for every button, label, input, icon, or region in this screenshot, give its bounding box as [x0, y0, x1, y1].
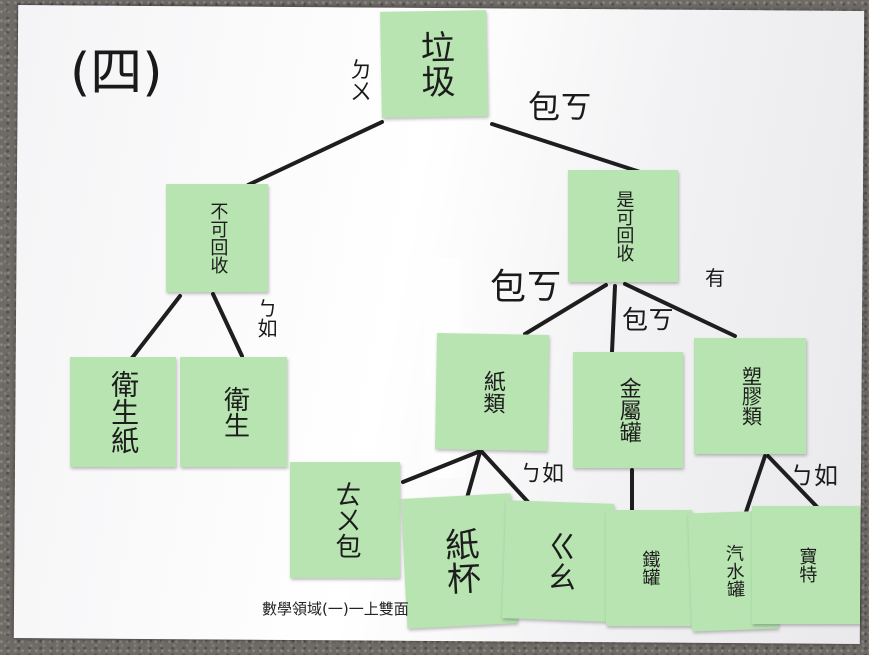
note-level2-d: 金屬罐 — [573, 352, 683, 468]
note-level3-k: 寶特 — [752, 506, 860, 624]
title-mark: (四) — [70, 43, 163, 103]
note-level3-j-label: 汽水罐 — [722, 543, 746, 599]
note-level3-h-label: ㄍㄠ — [540, 530, 578, 592]
note-level2-c: 紙類 — [434, 333, 550, 451]
note-level1-left: 不可回收 — [166, 184, 268, 292]
edge-top-right: 包ㄎ — [528, 88, 593, 126]
edge-bottom-e: ㄅ如 — [790, 462, 838, 490]
note-root: 垃圾 — [380, 10, 488, 118]
note-level3-k-label: 寶特 — [796, 547, 818, 583]
note-level2-a-label: 衛生紙 — [107, 370, 141, 454]
footer-caption: 數學領域(一)一上雙面 — [262, 600, 409, 618]
note-level2-b-label: 衛生 — [219, 386, 250, 438]
edge-right-left: 包ㄎ — [490, 267, 563, 308]
line-e-k — [766, 454, 822, 512]
note-level2-b: 衛生 — [180, 357, 287, 467]
line-c-f — [401, 450, 480, 484]
note-level1-right: 是可回收 — [568, 170, 678, 282]
edge-bottom-c: ㄅ如 — [520, 462, 565, 487]
line-right-c — [523, 283, 608, 336]
line-e-j — [743, 454, 767, 517]
line-right-d — [610, 284, 617, 354]
line-root-left — [246, 120, 384, 187]
note-level1-left-label: 不可回收 — [207, 202, 229, 274]
note-level3-i-label: 鐵罐 — [639, 550, 661, 586]
note-level3-g-label: 紙杯 — [437, 525, 482, 596]
edge-left-right: ㄅ如 — [254, 298, 278, 338]
note-level3-g: 紙杯 — [400, 493, 518, 629]
line-left-b — [211, 292, 244, 358]
note-root-label: 垃圾 — [413, 29, 456, 99]
line-left-a — [130, 294, 182, 360]
edge-right-mid: 包ㄎ — [622, 306, 675, 336]
note-level3-h: ㄍㄠ — [501, 500, 615, 622]
line-root-right — [490, 122, 642, 174]
note-level2-e-label: 塑膠類 — [738, 366, 763, 426]
note-level2-c-label: 紙類 — [479, 369, 506, 415]
note-level2-d-label: 金屬罐 — [615, 377, 641, 443]
edge-right-right: 有 — [705, 266, 725, 290]
note-level1-right-label: 是可回收 — [613, 190, 635, 262]
note-level3-f: ㄊㄨ包 — [290, 462, 400, 578]
note-level2-e: 塑膠類 — [694, 338, 806, 454]
line-right-e — [623, 282, 737, 338]
note-level3-i: 鐵罐 — [606, 510, 692, 626]
note-level3-f-label: ㄊㄨ包 — [330, 481, 361, 559]
edge-top-left: ㄉㄨ — [346, 58, 371, 102]
line-c-h — [480, 450, 530, 504]
note-level2-a: 衛生紙 — [70, 357, 176, 467]
